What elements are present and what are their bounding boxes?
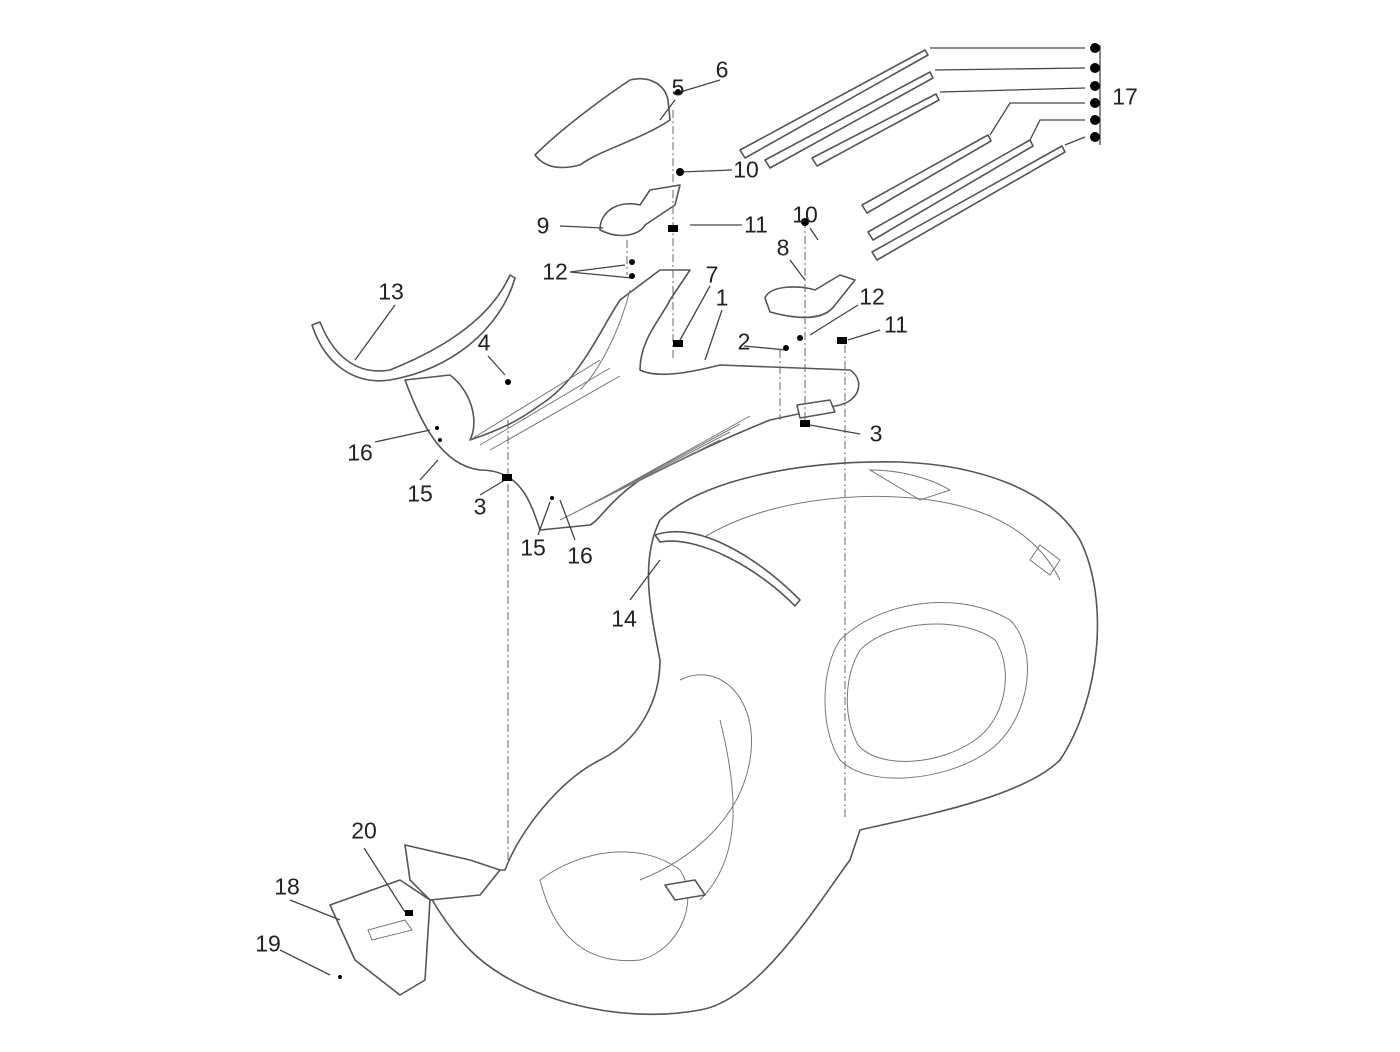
bracket-right: [764, 274, 856, 319]
callout-11: 11: [884, 311, 908, 338]
callout-2: 2: [737, 328, 751, 355]
callout-5: 5: [671, 74, 685, 101]
callout-13: 13: [378, 278, 404, 305]
side-strip-left: [311, 274, 516, 382]
callout-9: 9: [536, 212, 550, 239]
side-strip-right: [654, 530, 801, 607]
callout-10: 10: [792, 201, 818, 228]
callout-11: 11: [744, 211, 768, 238]
callout-8: 8: [776, 234, 790, 261]
callout-17: 17: [1112, 83, 1138, 110]
callout-16: 16: [567, 542, 593, 569]
callout-19: 19: [255, 930, 281, 957]
callout-6: 6: [715, 56, 729, 83]
callout-3: 3: [473, 493, 487, 520]
callout-16: 16: [347, 439, 373, 466]
callout-3: 3: [869, 420, 883, 447]
callout-10: 10: [733, 156, 759, 183]
callout-20: 20: [351, 817, 377, 844]
body-frame: [404, 461, 1099, 1016]
floor-panel: [404, 269, 860, 531]
callout-14: 14: [611, 605, 637, 632]
leader-lines: [279, 45, 1101, 976]
callout-15: 15: [520, 534, 546, 561]
callout-15: 15: [407, 480, 433, 507]
callout-12: 12: [542, 258, 568, 285]
top-cover: [534, 78, 671, 169]
fastener-dots: [338, 43, 1100, 979]
rubber-strips: [739, 49, 1066, 261]
callout-4: 4: [477, 329, 491, 356]
callout-18: 18: [274, 873, 300, 900]
bracket-left: [599, 184, 681, 237]
callout-1: 1: [715, 284, 729, 311]
callout-12: 12: [859, 283, 885, 310]
callout-7: 7: [705, 261, 719, 288]
